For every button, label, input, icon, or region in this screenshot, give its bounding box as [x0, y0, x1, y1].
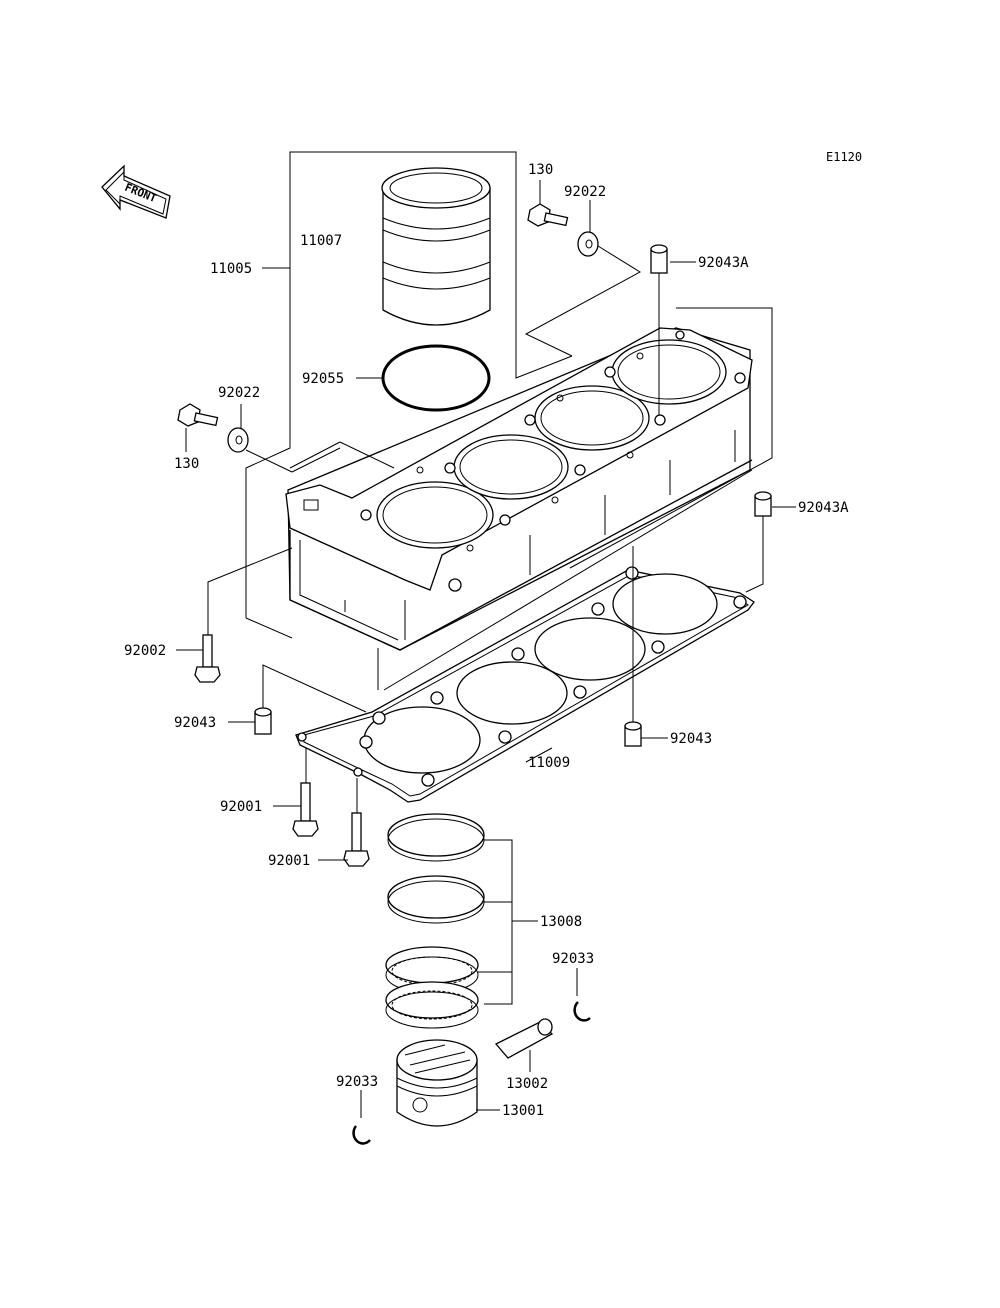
bolt-130-left [177, 403, 219, 427]
piston-pin [494, 1018, 554, 1059]
washer-top [577, 231, 599, 257]
label-92043a-top: 92043A [698, 255, 749, 271]
washer-left [227, 427, 249, 453]
label-92043a-right: 92043A [798, 500, 849, 516]
label-13001: 13001 [502, 1103, 544, 1119]
diagram-code: E1120 [826, 150, 862, 164]
cylinder-block [285, 327, 753, 651]
bolt-92002 [194, 634, 221, 683]
label-92033-left: 92033 [336, 1074, 378, 1090]
cylinder-head-gasket [295, 566, 755, 803]
piston-ring-set [385, 813, 485, 1029]
bolt-130-top [527, 203, 569, 227]
label-13008: 13008 [540, 914, 582, 930]
circlip-right [573, 1001, 591, 1022]
dowel-pin-92043a-right [754, 491, 772, 517]
label-92001-b: 92001 [268, 853, 310, 869]
label-92043-right: 92043 [670, 731, 712, 747]
label-11005: 11005 [210, 261, 252, 277]
dowel-pin-92043a-top [650, 244, 668, 274]
label-92022-top: 92022 [564, 184, 606, 200]
cylinder-sleeve [381, 167, 491, 326]
bolt-92001-b [343, 812, 370, 867]
o-ring [381, 344, 491, 412]
label-130-top: 130 [528, 162, 553, 178]
label-92002: 92002 [124, 643, 166, 659]
label-92022-left: 92022 [218, 385, 260, 401]
label-92043-left: 92043 [174, 715, 216, 731]
bolt-92001-a [292, 782, 319, 837]
label-92055: 92055 [302, 371, 344, 387]
leader-lines [176, 151, 796, 1118]
dowel-pin-92043-right [624, 721, 642, 747]
piston [396, 1039, 478, 1127]
front-arrow-icon: FRONT [101, 164, 171, 219]
dowel-pin-92043-left [254, 707, 272, 735]
label-92033-right: 92033 [552, 951, 594, 967]
circlip-left [352, 1125, 371, 1145]
label-92001-a: 92001 [220, 799, 262, 815]
label-11007: 11007 [300, 233, 342, 249]
label-11009: 11009 [528, 755, 570, 771]
label-130-left: 130 [174, 456, 199, 472]
label-13002: 13002 [506, 1076, 548, 1092]
